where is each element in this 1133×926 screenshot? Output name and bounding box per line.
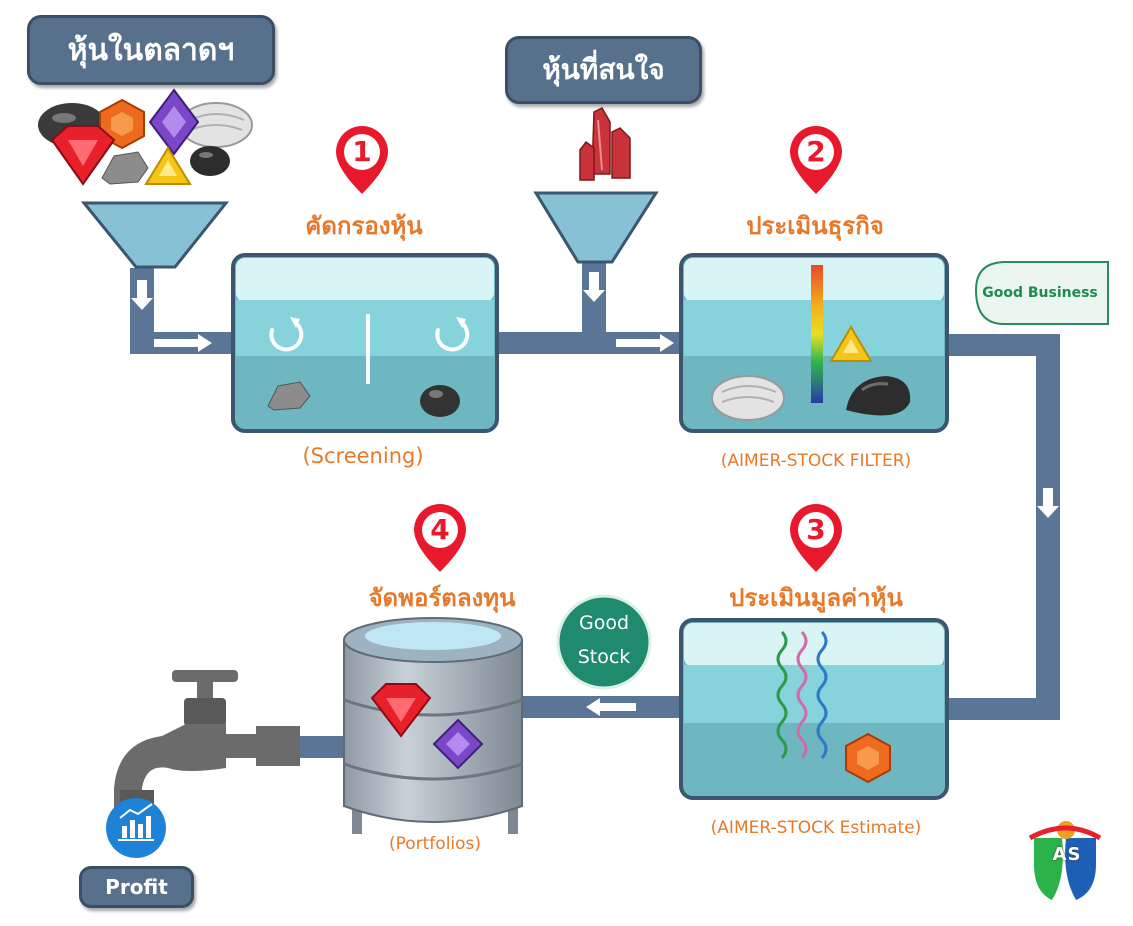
market-stocks-label: หุ้นในตลาดฯ: [27, 15, 275, 85]
step-3-number: 3: [806, 513, 826, 546]
step-1-title: คัดกรองหุ้น: [305, 212, 423, 240]
step-2-title: ประเมินธุรกิจ: [746, 212, 884, 240]
step-1-subtitle: (Screening): [302, 444, 424, 468]
pin-1: [336, 126, 388, 194]
step-3-title: ประเมินมูลค่าหุ้น: [729, 584, 903, 612]
pin-4: [414, 504, 466, 572]
market-stones: [38, 88, 253, 186]
pipes: [130, 262, 1060, 758]
pin-3: [790, 504, 842, 572]
funnel-market: [80, 201, 230, 269]
tank-estimate: [679, 618, 949, 800]
profit-label: Profit: [79, 866, 194, 908]
good-business-tag: [974, 261, 1109, 325]
portfolio-barrel: [343, 617, 523, 834]
step-2-subtitle: (AIMER-STOCK FILTER): [720, 451, 912, 471]
pin-2: [790, 126, 842, 194]
flow-arrows: [131, 272, 1059, 716]
profit-chart-icon: [106, 798, 166, 858]
good-stock-badge: [556, 594, 652, 690]
step-4-subtitle: (Portfolios): [388, 834, 482, 854]
as-logo-text: AS: [1052, 844, 1082, 865]
step-2-number: 2: [806, 135, 826, 168]
funnel-interest: [533, 191, 659, 264]
crystal: [579, 107, 631, 181]
interested-stocks-label: หุ้นที่สนใจ: [505, 36, 702, 104]
tank-screening: [231, 253, 499, 433]
tank-filter: [679, 253, 949, 433]
step-1-number: 1: [352, 135, 372, 168]
good-stock-line-2: Stock: [577, 646, 631, 668]
step-4-number: 4: [430, 513, 450, 546]
good-stock-line-1: Good: [578, 612, 630, 634]
as-logo-icon: [1028, 821, 1102, 900]
step-3-subtitle: (AIMER-STOCK Estimate): [710, 818, 922, 838]
faucet: [114, 670, 300, 816]
step-4-title: จัดพอร์ตลงทุน: [368, 584, 516, 612]
good-business-label: Good Business: [982, 285, 1098, 301]
